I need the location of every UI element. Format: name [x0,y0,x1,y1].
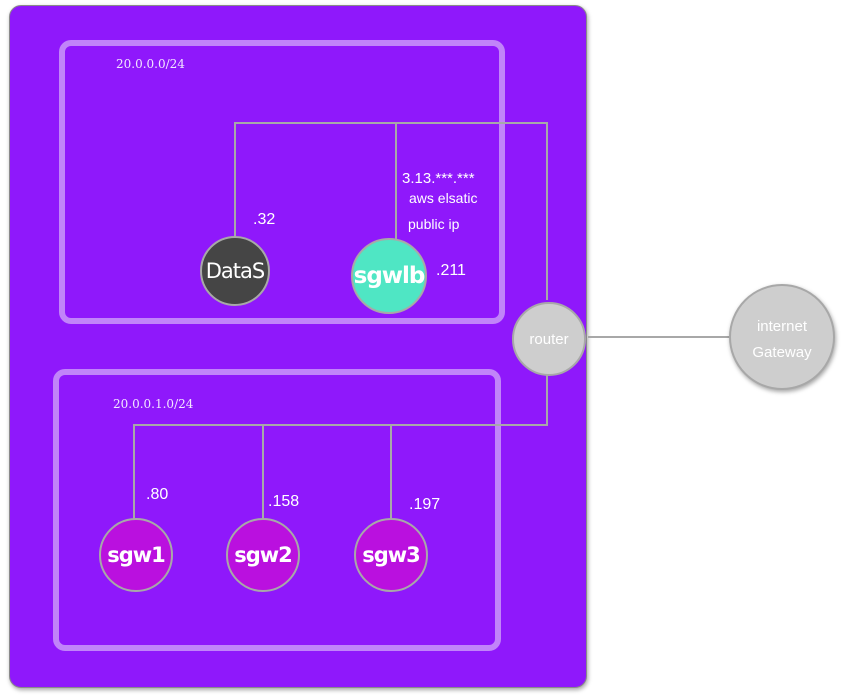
internet-gateway-node[interactable]: internet Gateway [729,284,835,390]
subnet-top [59,40,505,324]
datas-label: DataS [205,259,265,283]
subnet-top-cidr: 20.0.0.0/24 [116,57,185,71]
sgwlb-label: sgwlb [353,263,426,289]
sgw3-node[interactable]: sgw3 [354,518,428,592]
link-bottom-bus [133,374,548,520]
sgwlb-public-ip: 3.13.***.*** [402,170,475,187]
sgwlb-ip: .211 [436,262,466,279]
sgw1-ip: .80 [146,486,169,503]
subnet-bottom-cidr: 20.0.0.1.0/24 [113,397,194,411]
link-top-bus [234,122,548,300]
sgw1-label: sgw1 [107,543,166,567]
sgw3-ip: .197 [409,496,441,513]
sgwlb-note-line1: aws elsatic [409,190,478,206]
sgw2-node[interactable]: sgw2 [226,518,300,592]
sgw3-label: sgw3 [362,543,421,567]
datas-ip: .32 [253,211,276,228]
sgw2-label: sgw2 [234,543,293,567]
subnet-bottom [53,369,501,651]
sgw1-node[interactable]: sgw1 [99,518,173,592]
internet-gateway-label-line1: internet [756,318,808,335]
sgwlb-note-line2: public ip [408,216,460,232]
router-label: router [529,330,569,348]
sgw2-ip: .158 [268,493,300,510]
router-node[interactable]: router [512,302,586,376]
internet-gateway-label-line2: Gateway [752,344,812,361]
sgwlb-node[interactable]: sgwlb [351,238,427,314]
datas-node[interactable]: DataS [200,236,270,306]
